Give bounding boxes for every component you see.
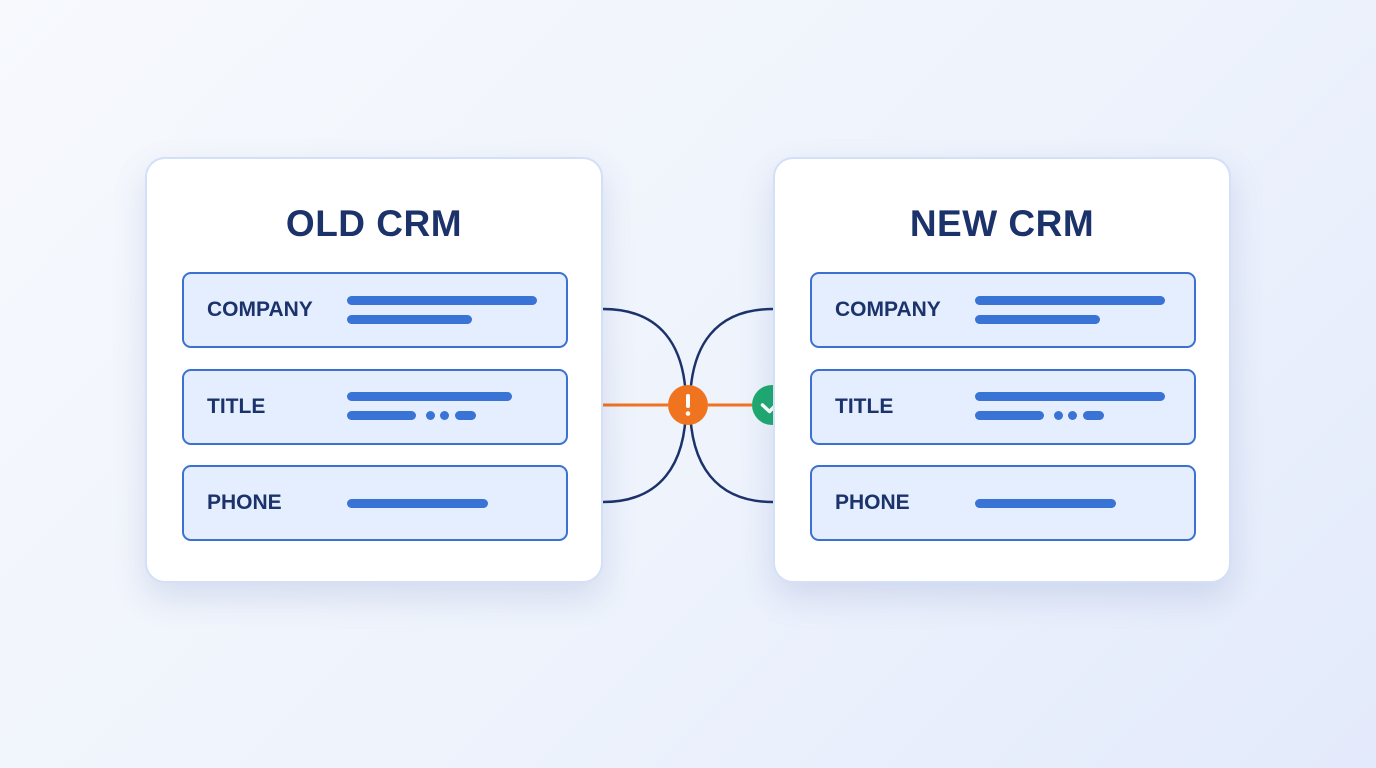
new-crm-field-phone: PHONE: [810, 465, 1196, 541]
field-label: TITLE: [207, 395, 266, 418]
exclamation-icon: [685, 394, 691, 416]
field-label: COMPANY: [835, 298, 941, 321]
field-label: TITLE: [835, 395, 894, 418]
value-placeholder-dot: [426, 411, 435, 420]
value-placeholder-bar: [347, 296, 537, 305]
old-crm-panel: OLD CRM COMPANY TITLE PHONE: [145, 157, 603, 583]
value-placeholder-dot: [1068, 411, 1077, 420]
old-crm-field-title: TITLE: [182, 369, 568, 445]
new-crm-panel: NEW CRM COMPANY TITLE PHONE: [773, 157, 1231, 583]
old-crm-field-phone: PHONE: [182, 465, 568, 541]
connector-phone-new: [688, 404, 810, 504]
value-placeholder-dot: [440, 411, 449, 420]
value-placeholder-dot: [1054, 411, 1063, 420]
value-placeholder-bar: [347, 411, 416, 420]
value-placeholder-bar: [347, 392, 512, 401]
new-crm-title: NEW CRM: [909, 203, 1095, 244]
value-placeholder-bar: [975, 411, 1044, 420]
field-label: COMPANY: [207, 298, 313, 321]
value-placeholder-bar: [975, 392, 1165, 401]
connector-company-old: [566, 307, 688, 406]
connector-phone-old: [566, 404, 688, 504]
new-crm-field-title: TITLE: [810, 369, 1196, 445]
connector-company-new: [688, 307, 810, 406]
value-placeholder-bar: [347, 315, 472, 324]
old-crm-field-company: COMPANY: [182, 272, 568, 348]
value-placeholder-bar: [975, 315, 1100, 324]
value-placeholder-bar: [975, 296, 1165, 305]
old-crm-title: OLD CRM: [285, 203, 463, 244]
field-label: PHONE: [207, 491, 282, 514]
warning-badge: [668, 385, 708, 425]
value-placeholder-bar: [455, 411, 476, 420]
value-placeholder-bar: [347, 499, 488, 508]
new-crm-field-company: COMPANY: [810, 272, 1196, 348]
field-label: PHONE: [835, 491, 910, 514]
value-placeholder-bar: [975, 499, 1116, 508]
value-placeholder-bar: [1083, 411, 1104, 420]
